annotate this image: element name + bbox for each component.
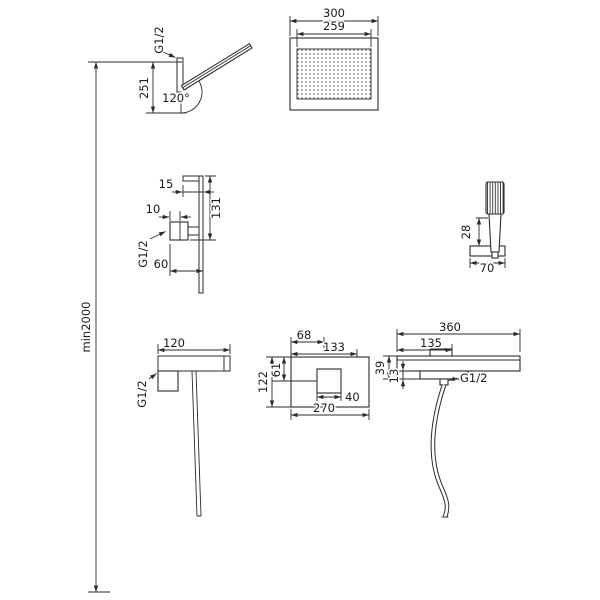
dim-label-15: 15 [159, 177, 174, 191]
spout-wall-plate [157, 370, 179, 392]
shower-head-face-line [182, 45, 251, 88]
dim-label-259: 259 [323, 19, 345, 33]
figure-spout-detail: 120 G1/2 [134, 335, 231, 517]
dim-label-251: 251 [137, 77, 151, 99]
thread-leader [148, 373, 157, 380]
thread-leader [162, 51, 176, 58]
figure-valve-front-view: 68 133 61 122 40 270 [255, 327, 370, 420]
water-stream-lines [191, 370, 202, 517]
handshower-handle [488, 213, 502, 253]
dim-label-60: 60 [154, 257, 169, 271]
valve-handle [316, 368, 342, 394]
dim-label-70: 70 [480, 261, 495, 275]
spout-outline [157, 355, 231, 372]
handshower-head [485, 181, 505, 215]
dim-label-40: 40 [345, 390, 360, 404]
shower-head-spray-face [296, 48, 372, 100]
valve-shelf-body [396, 355, 521, 372]
angle-label-120deg: 120° [162, 91, 190, 105]
thread-label-overhead: G1/2 [152, 26, 166, 53]
dim-label-300: 300 [323, 6, 345, 20]
figure-overhead-side-view: G1/2 251 120° [136, 25, 253, 114]
figure-handshower-side-view: 28 70 360 135 39 13 G1/2 [372, 181, 521, 518]
thread-label-spout: G1/2 [135, 380, 149, 407]
extension-lines [289, 16, 379, 47]
figure-overhead-front-view: 300 259 [289, 5, 379, 111]
hose-connector [439, 378, 449, 386]
dim-label-360: 360 [439, 320, 461, 334]
dim-label-131: 131 [209, 197, 223, 219]
thread-leader [149, 231, 166, 240]
shower-hose-inner [431, 384, 449, 518]
wall-connector-outline [176, 57, 184, 93]
dim-label-133: 133 [323, 340, 345, 354]
figure-installation-height: min2000 [78, 61, 182, 593]
riser-pipe-outline [182, 175, 204, 294]
dim-label-10: 10 [146, 202, 161, 216]
angle-arc [180, 80, 203, 114]
dim-label-28: 28 [459, 225, 473, 240]
dim-label-122: 122 [256, 371, 270, 393]
dim-label-61: 61 [269, 363, 283, 378]
handshower-hose-nub [491, 251, 499, 259]
dim-label-68: 68 [297, 328, 312, 342]
dim-label-135: 135 [420, 336, 442, 350]
thread-label-arm: G1/2 [136, 240, 150, 267]
dim-label-270: 270 [313, 401, 335, 415]
dim-label-min2000: min2000 [79, 302, 93, 353]
extension-lines [88, 61, 182, 593]
dim-label-39: 39 [373, 361, 387, 376]
thread-leader [448, 376, 458, 381]
dim-label-13: 13 [387, 369, 401, 384]
wall-plate [169, 221, 189, 241]
thread-label-valve-side: G1/2 [460, 371, 487, 385]
figure-arm-detail: 15 10 131 G1/2 60 [135, 175, 225, 294]
dim-label-120: 120 [163, 336, 185, 350]
